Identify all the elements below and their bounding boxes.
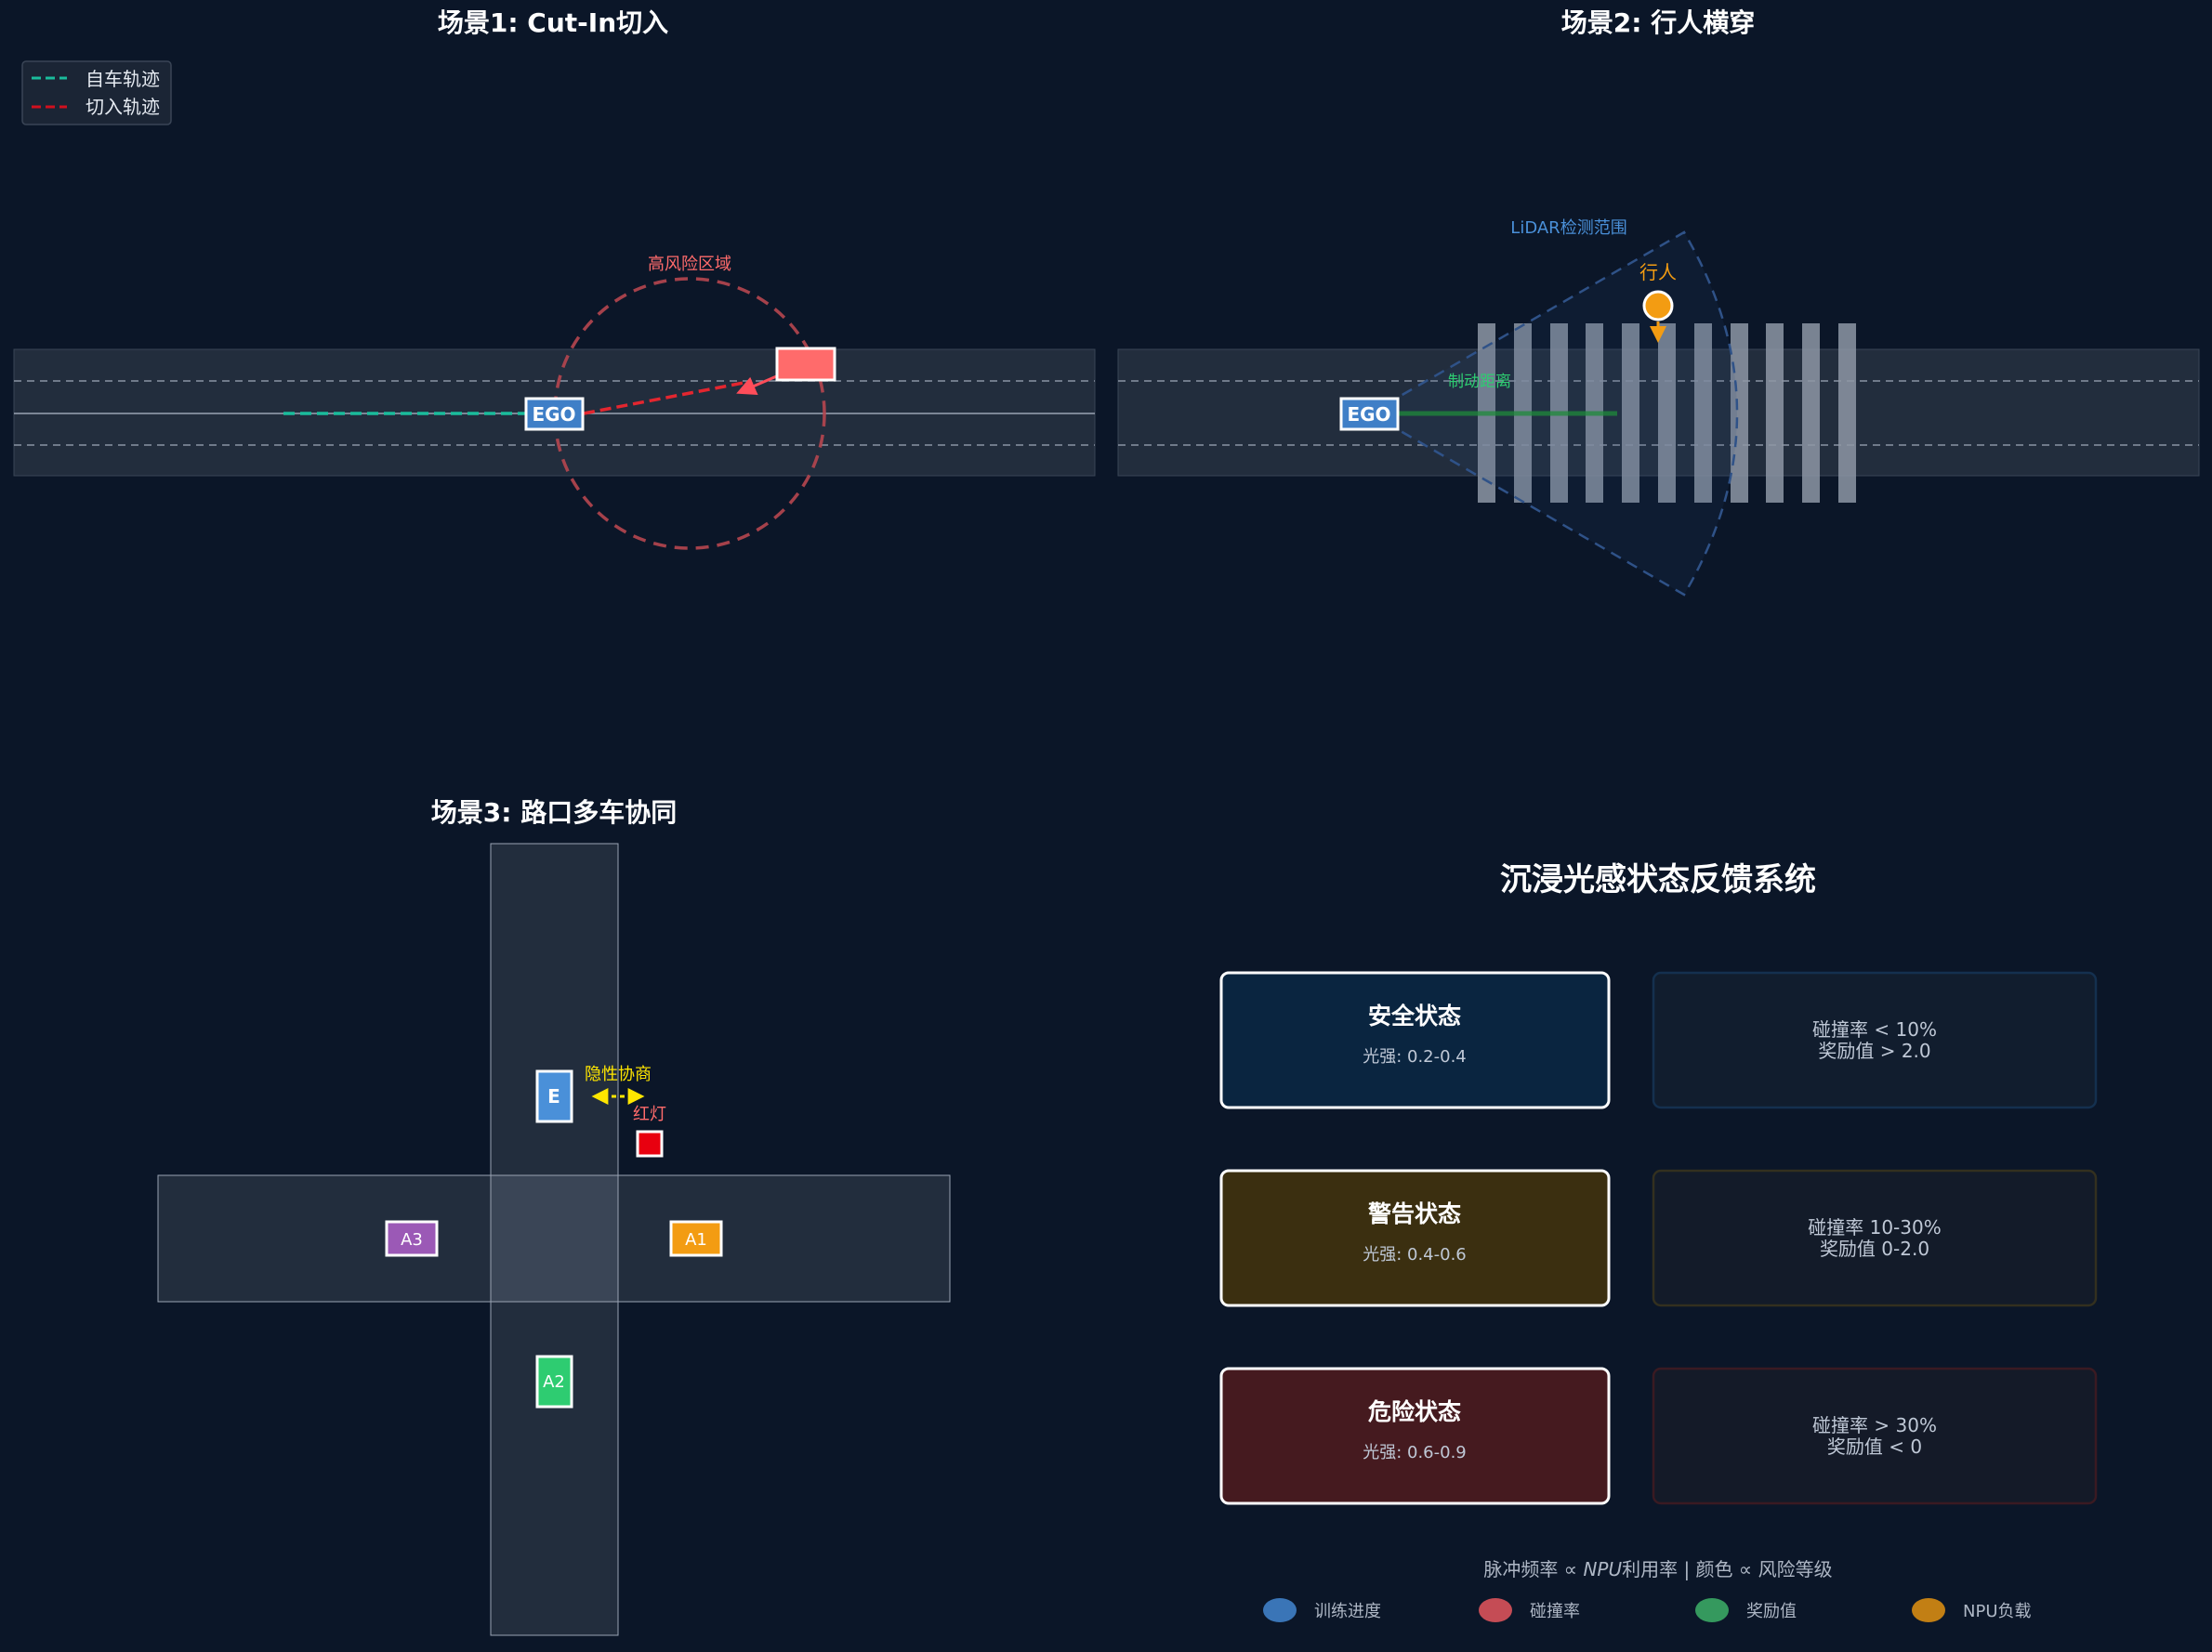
red-light-signal bbox=[636, 1130, 664, 1158]
danger-criteria-line1: 碰撞率 > 30% bbox=[1812, 1414, 1937, 1436]
formula-prefix: 脉冲频率 ∝ bbox=[1483, 1558, 1583, 1580]
crosswalk-stripe bbox=[1694, 323, 1712, 503]
scene2-ego-vehicle bbox=[1339, 397, 1400, 431]
warn-state-light: 光强: 0.4-0.6 bbox=[1363, 1245, 1467, 1265]
cutin-vehicle bbox=[775, 347, 836, 382]
scene1-ego-label: EGO bbox=[532, 403, 575, 426]
feedback-formula: 脉冲频率 ∝ NPU利用率 | 颜色 ∝ 风险等级 bbox=[1483, 1558, 1832, 1580]
safe-state-row: 安全状态 光强: 0.2-0.4 碰撞率 < 10% 奖励值 > 2.0 bbox=[1219, 971, 2098, 1109]
crosswalk-stripe bbox=[1658, 323, 1676, 503]
legend-ego-traj: 自车轨迹 bbox=[86, 68, 160, 90]
scene2-ego-label: EGO bbox=[1347, 403, 1390, 426]
feedback-title: 沉浸光感状态反馈系统 bbox=[1500, 861, 1816, 898]
legend-dot-collision bbox=[1479, 1598, 1512, 1622]
safe-state-light: 光强: 0.2-0.4 bbox=[1363, 1047, 1467, 1067]
scene1-title: 场景1: Cut-In切入 bbox=[438, 7, 668, 38]
pedestrian-marker bbox=[1642, 290, 1674, 321]
lidar-label: LiDAR检测范围 bbox=[1510, 218, 1626, 238]
scene3-panel: 场景3: 路口多车协同 E 隐性协商 红灯 A1 A3 A2 bbox=[157, 797, 951, 1636]
feedback-panel: 沉浸光感状态反馈系统 安全状态 光强: 0.2-0.4 碰撞率 < 10% 奖励… bbox=[1219, 861, 2098, 1622]
legend-dot-npu bbox=[1912, 1598, 1945, 1622]
legend-progress: 训练进度 bbox=[1314, 1602, 1381, 1621]
danger-state-box bbox=[1219, 1367, 1611, 1505]
agent-a2-label: A2 bbox=[543, 1372, 565, 1392]
safe-criteria-line1: 碰撞率 < 10% bbox=[1812, 1018, 1937, 1041]
scene1-ego-vehicle bbox=[524, 397, 585, 431]
danger-state-row: 危险状态 光强: 0.6-0.9 碰撞率 > 30% 奖励值 < 0 bbox=[1219, 1367, 2098, 1505]
pedestrian-label: 行人 bbox=[1639, 261, 1677, 283]
cutin-trajectory bbox=[583, 381, 744, 415]
agent-a1-vehicle bbox=[669, 1220, 723, 1257]
danger-state-name: 危险状态 bbox=[1368, 1398, 1461, 1425]
formula-suffix: 利用率 | 颜色 ∝ 风险等级 bbox=[1622, 1558, 1832, 1580]
brake-distance-label: 制动距离 bbox=[1448, 373, 1511, 391]
formula-npu: NPU bbox=[1583, 1558, 1622, 1580]
warn-criteria-line1: 碰撞率 10-30% bbox=[1808, 1216, 1941, 1239]
intersection-center bbox=[491, 1175, 618, 1302]
agent-a3-vehicle bbox=[385, 1220, 439, 1257]
agent-a1-label: A1 bbox=[685, 1230, 707, 1250]
feedback-legend: 训练进度 碰撞率 奖励值 NPU负载 bbox=[1263, 1598, 2032, 1622]
safe-criteria-box bbox=[1652, 971, 2098, 1109]
crosswalk-stripe bbox=[1622, 323, 1639, 503]
agent-a2-vehicle bbox=[535, 1355, 573, 1409]
legend-reward: 奖励值 bbox=[1746, 1602, 1797, 1621]
legend-collision: 碰撞率 bbox=[1530, 1602, 1580, 1621]
risk-zone-label: 高风险区域 bbox=[648, 255, 731, 274]
danger-criteria-line2: 奖励值 < 0 bbox=[1827, 1436, 1922, 1458]
warn-criteria-box bbox=[1652, 1169, 2098, 1307]
scene3-ego-label: E bbox=[547, 1085, 560, 1108]
legend-cutin-traj: 切入轨迹 bbox=[86, 96, 160, 118]
safe-state-name: 安全状态 bbox=[1368, 1003, 1461, 1029]
crosswalk-stripe bbox=[1766, 323, 1784, 503]
crosswalk-stripe bbox=[1802, 323, 1820, 503]
warn-state-box bbox=[1219, 1169, 1611, 1307]
crosswalk-stripe bbox=[1838, 323, 1856, 503]
negotiation-label: 隐性协商 bbox=[585, 1065, 652, 1084]
scene3-title: 场景3: 路口多车协同 bbox=[431, 797, 677, 828]
red-light-label: 红灯 bbox=[633, 1105, 666, 1124]
legend-npu: NPU负载 bbox=[1963, 1602, 2032, 1621]
crosswalk bbox=[1478, 323, 1856, 503]
warn-state-row: 警告状态 光强: 0.4-0.6 碰撞率 10-30% 奖励值 0-2.0 bbox=[1219, 1169, 2098, 1307]
scene2-panel: 场景2: 行人横穿 LiDAR检测范围 制动距离 行人 EGO bbox=[1117, 7, 2200, 597]
danger-criteria-box bbox=[1652, 1367, 2098, 1505]
scene3-ego-vehicle bbox=[535, 1069, 573, 1123]
safe-state-box bbox=[1219, 971, 1611, 1109]
risk-zone-circle bbox=[553, 277, 826, 550]
safe-criteria-line2: 奖励值 > 2.0 bbox=[1818, 1040, 1930, 1062]
warn-state-name: 警告状态 bbox=[1367, 1200, 1461, 1227]
legend-dot-reward bbox=[1695, 1598, 1729, 1622]
scene2-title: 场景2: 行人横穿 bbox=[1561, 7, 1755, 38]
legend-dot-progress bbox=[1263, 1598, 1297, 1622]
danger-state-light: 光强: 0.6-0.9 bbox=[1363, 1443, 1467, 1462]
scene1-panel: 场景1: Cut-In切入 自车轨迹 切入轨迹 高风险区域 EGO bbox=[13, 7, 1096, 550]
warn-criteria-line2: 奖励值 0-2.0 bbox=[1820, 1238, 1929, 1260]
agent-a3-label: A3 bbox=[401, 1230, 423, 1250]
scene1-legend: 自车轨迹 切入轨迹 bbox=[21, 60, 172, 125]
